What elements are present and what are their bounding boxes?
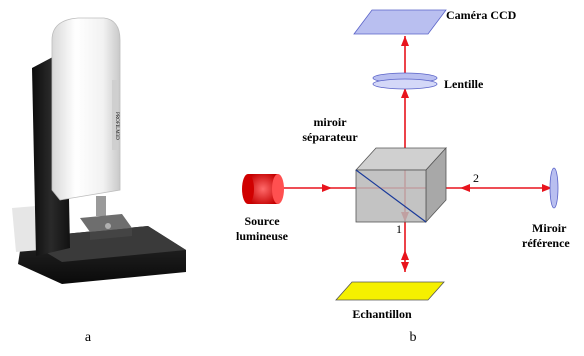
path-2-label: 2: [473, 171, 479, 185]
arrow-to-sample: [401, 262, 409, 272]
arrow-to-reference: [542, 184, 552, 192]
sample-plate: [335, 281, 445, 301]
stage-knob: [105, 223, 111, 229]
splitter-label-2: séparateur: [302, 130, 358, 144]
microscope-stage-edge: [90, 228, 132, 240]
path-1-label: 1: [396, 222, 402, 236]
arrow-up-lens: [401, 88, 409, 98]
source-front: [272, 174, 284, 204]
lens-bottom: [372, 78, 438, 90]
microscope-stage: [80, 214, 132, 232]
panel-a-caption: a: [85, 330, 92, 345]
arrow-from-source: [322, 184, 332, 192]
beam-splitter-cube: [355, 146, 447, 224]
microscope-photo: PROFILM3D: [12, 17, 186, 284]
ref-mirror-label-2: référence: [522, 236, 570, 250]
splitter-diagonal: [355, 169, 427, 223]
camera-label: Caméra CCD: [446, 8, 517, 22]
microscope-side-strip: [112, 80, 118, 150]
ref-mirror-label-1: Miroir: [532, 221, 567, 235]
source-label-2: lumineuse: [236, 229, 289, 243]
microscope-brand: PROFILM3D: [114, 112, 119, 140]
beam-arrows: [322, 36, 552, 272]
lens-label: Lentille: [444, 77, 484, 91]
arrow-from-reference: [460, 184, 470, 192]
arrow-up-sample: [401, 250, 409, 260]
arrow-to-camera: [401, 36, 409, 46]
ccd-camera: [353, 9, 447, 35]
source-label-1: Source: [244, 214, 280, 228]
sample-label: Echantillon: [352, 307, 412, 321]
microscope-objective: [96, 196, 106, 216]
panel-b-caption: b: [410, 330, 417, 345]
source-back: [242, 174, 254, 204]
microscope-head: [51, 17, 121, 201]
reference-mirror: [549, 167, 559, 209]
splitter-label-1: miroir: [313, 115, 347, 129]
light-source: [242, 174, 284, 204]
interferometer-diagram: Caméra CCD Lentille miroir séparateur So…: [236, 8, 570, 321]
